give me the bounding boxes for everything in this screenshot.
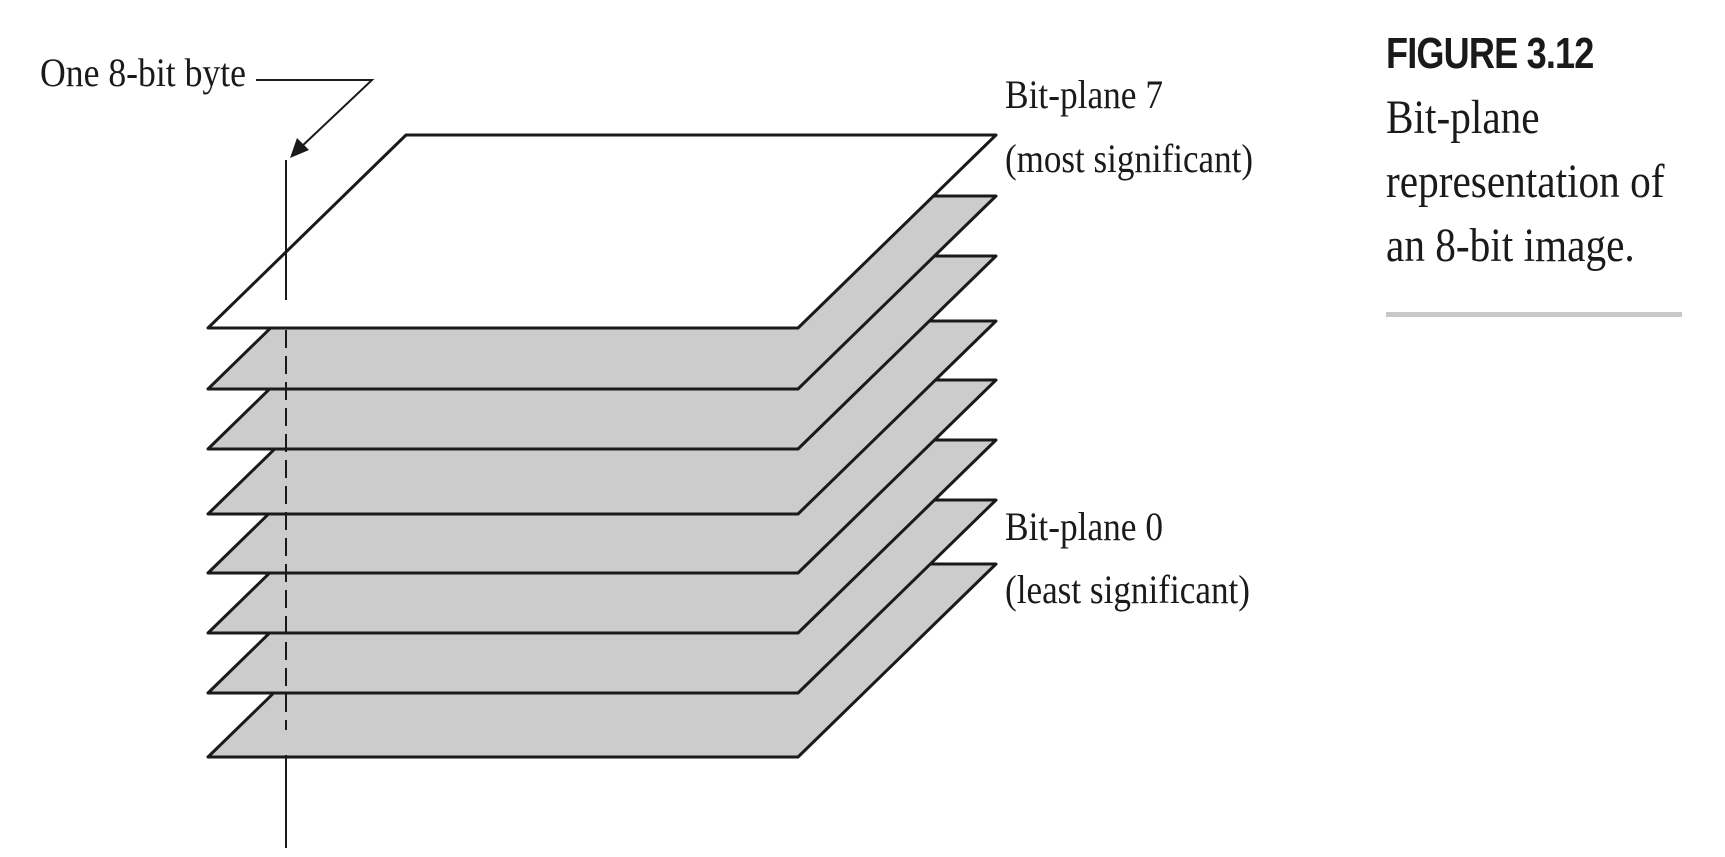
byte-label: One 8-bit byte: [40, 50, 246, 95]
figure-label: FIGURE 3.12: [1386, 29, 1594, 78]
caption-rule: [1386, 312, 1682, 317]
bit-plane-7: [206, 133, 998, 330]
caption-line-2: representation of: [1386, 155, 1665, 208]
caption-line-3: an 8-bit image.: [1386, 219, 1635, 272]
caption-line-1: Bit-plane: [1386, 91, 1540, 144]
byte-leader-line: [256, 79, 375, 149]
byte-arrow-icon: [290, 138, 309, 158]
bit-plane-stack: [206, 133, 998, 759]
top-plane-name: Bit-plane 7: [1005, 72, 1163, 117]
bottom-plane-note: (least significant): [1005, 567, 1250, 612]
bottom-plane-name: Bit-plane 0: [1005, 504, 1163, 549]
figure-caption: FIGURE 3.12 Bit-plane representation of …: [1386, 22, 1686, 317]
top-plane-note: (most significant): [1005, 136, 1253, 181]
